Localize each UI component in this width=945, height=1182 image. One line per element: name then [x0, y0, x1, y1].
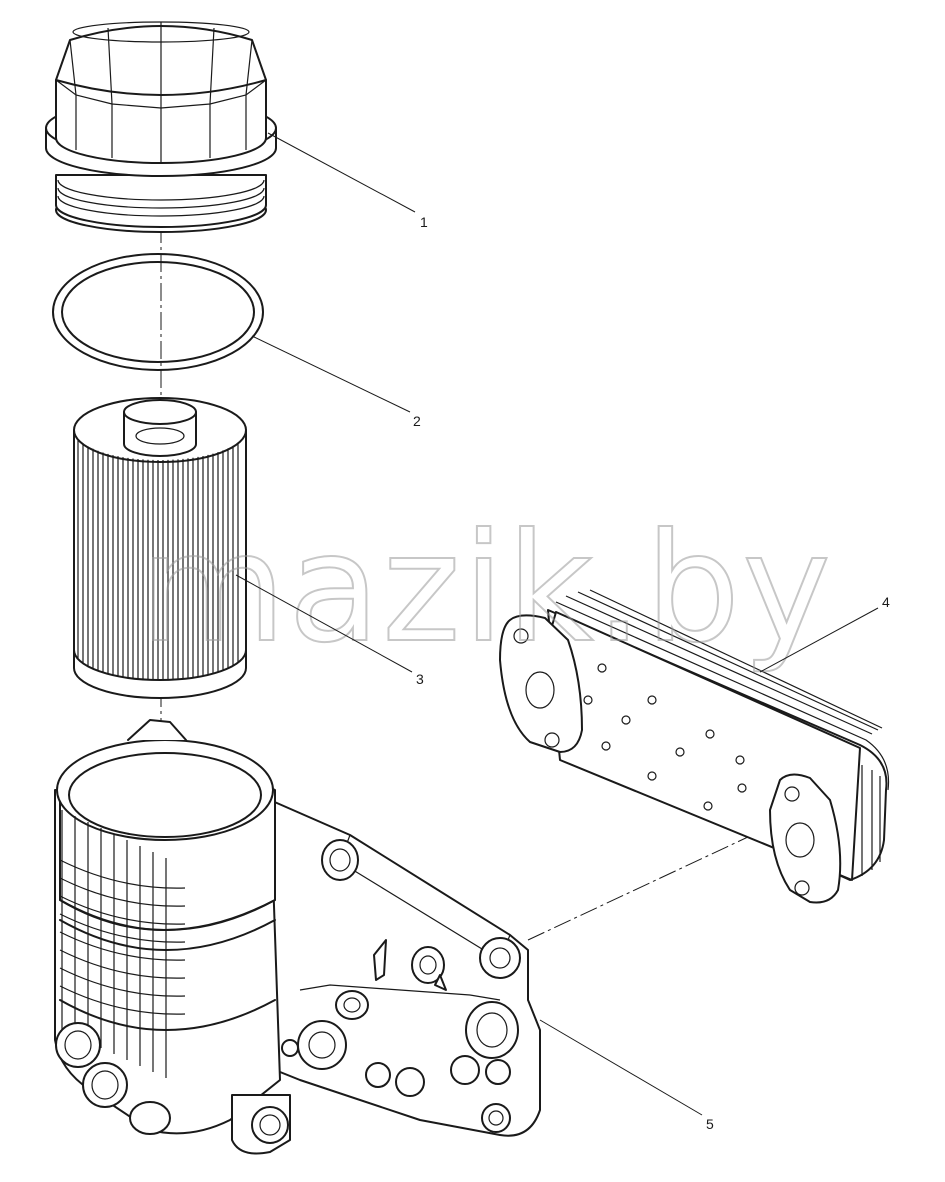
filter-housing: [54, 719, 541, 1155]
callout-1: 1: [420, 214, 428, 230]
cooler-mount-axis: [527, 821, 781, 941]
watermark: mazik.by: [140, 502, 833, 676]
leader-2: [251, 335, 411, 413]
leader-5: [539, 1019, 703, 1116]
filter-pleats: [77, 439, 239, 680]
callout-3: 3: [416, 671, 424, 687]
leader-1: [267, 132, 416, 213]
leader-3: [235, 574, 413, 673]
housing-ribs: [59, 810, 186, 1078]
filter-element: [73, 397, 247, 699]
oil-cooler: [499, 589, 890, 904]
callout-2: 2: [413, 413, 421, 429]
callout-4: 4: [882, 594, 890, 610]
callout-5: 5: [706, 1116, 714, 1132]
o-ring: [52, 253, 264, 371]
leader-4: [759, 607, 879, 673]
filter-cap: [45, 21, 277, 233]
